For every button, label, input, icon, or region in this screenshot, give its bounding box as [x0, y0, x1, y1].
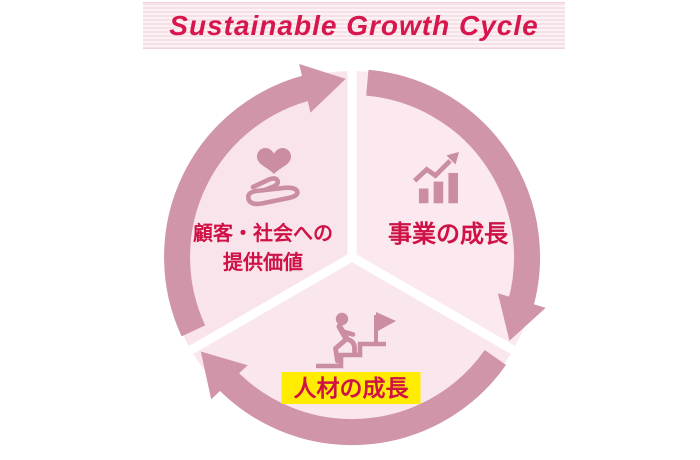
bar-chart-bars	[418, 172, 458, 204]
arrowhead-top	[299, 63, 346, 113]
cycle-arrow-left	[164, 63, 346, 337]
heart-in-hand-icon	[246, 148, 300, 207]
heart-shape	[257, 148, 291, 174]
cycle-arrow-bottom	[200, 349, 507, 446]
label-customer-social-value: 顧客・社会への 提供価値	[164, 220, 362, 278]
divider-lower-left	[180, 253, 355, 359]
divider-lower-right	[349, 253, 524, 359]
arrowhead-lower-right	[497, 293, 546, 341]
title-banner: Sustainable Growth Cycle	[143, 2, 565, 49]
label-customer-social-value-line2: 提供価値	[223, 252, 303, 274]
trend-line	[412, 159, 452, 183]
open-hand-shape	[246, 176, 300, 207]
label-business-growth: 事業の成長	[388, 221, 508, 248]
growth-chart-icon	[412, 152, 459, 204]
label-customer-social-value-line1: 顧客・社会への	[193, 223, 333, 245]
stairs-shape	[316, 341, 386, 369]
cycle-arrows	[164, 63, 546, 446]
sector-dividers	[180, 62, 524, 359]
page-title: Sustainable Growth Cycle	[169, 9, 539, 41]
flag-pennant	[376, 312, 396, 332]
cycle-arrow-right	[366, 69, 546, 341]
arrowhead-lower-left	[200, 351, 248, 400]
trend-arrowhead	[446, 152, 459, 165]
climbing-person	[333, 312, 357, 364]
person-climbing-stairs-flag-icon	[316, 312, 396, 369]
label-talent-growth-highlighted: 人材の成長	[281, 372, 421, 404]
